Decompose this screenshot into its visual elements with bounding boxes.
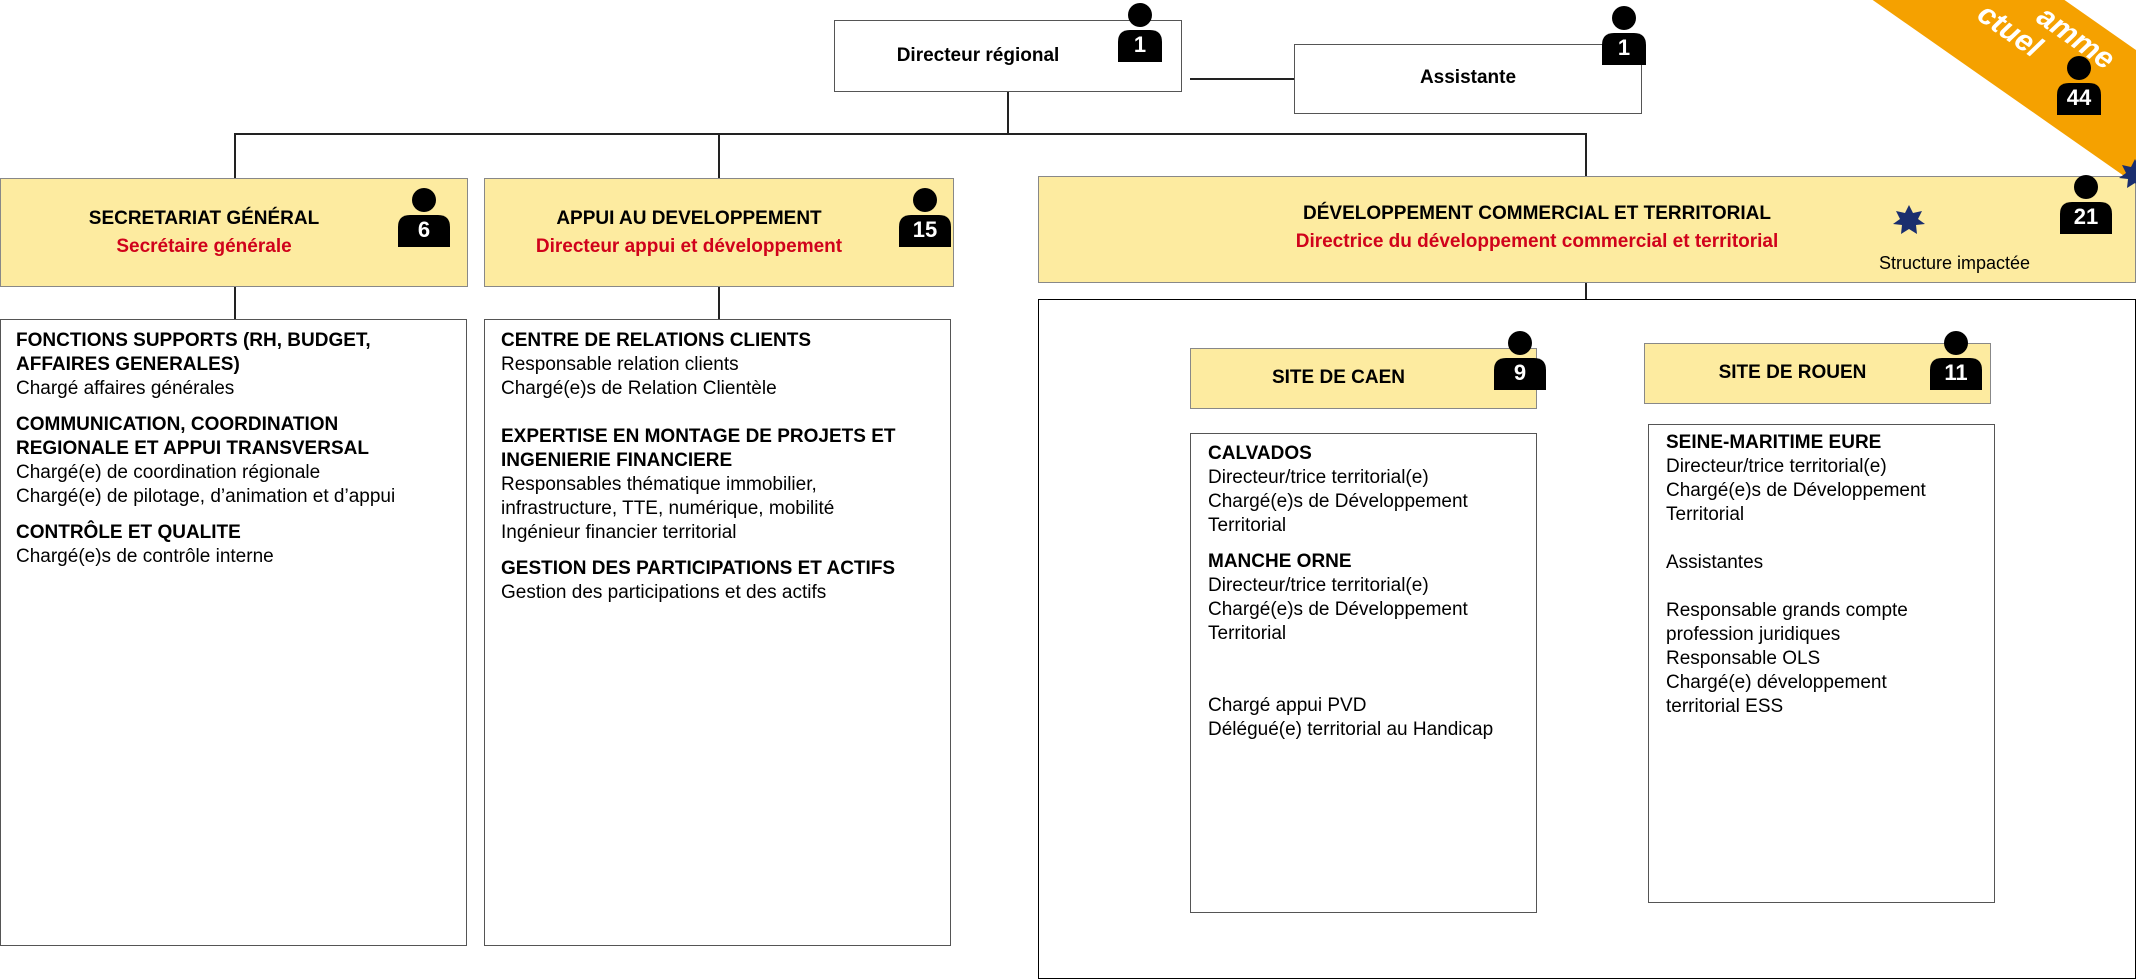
impact-label: Structure impactée (1879, 253, 2031, 273)
person-icon-banner: 44 (2055, 55, 2103, 115)
dct-count: 21 (2073, 204, 2099, 229)
rouen-s1-heading: SEINE-MARITIME EURE (1666, 432, 1882, 453)
caen-s3-line-1: Chargé appui PVD (1208, 695, 1367, 716)
assistant-box: Assistante (1294, 44, 1642, 114)
assistant-count: 1 (1617, 35, 1631, 60)
sg-header: SECRETARIAT GÉNÉRAL Secrétaire générale (0, 178, 468, 287)
sg-section-2-heading-2: REGIONALE ET APPUI TRANSVERSAL (16, 438, 369, 459)
caen-s2-heading: MANCHE ORNE (1208, 551, 1352, 572)
ad-header: APPUI AU DEVELOPPEMENT Directeur appui e… (484, 178, 954, 287)
connector (1585, 283, 1587, 299)
caen-s1-line-2: Chargé(e)s de Développement (1208, 491, 1468, 512)
connector (1190, 78, 1294, 80)
sg-section-1-line: Chargé affaires générales (16, 378, 235, 399)
caen-s1-heading: CALVADOS (1208, 443, 1312, 464)
ad-section-2-heading-2: INGENIERIE FINANCIERE (501, 450, 733, 471)
connector (234, 133, 236, 178)
dct-title: DÉVELOPPEMENT COMMERCIAL ET TERRITORIAL (1303, 203, 1771, 224)
rouen-body-text: SEINE-MARITIME EURE Directeur/trice terr… (1666, 431, 1986, 719)
ad-body-text: CENTRE DE RELATIONS CLIENTS Responsable … (501, 329, 941, 605)
caen-s1-line-1: Directeur/trice territorial(e) (1208, 467, 1429, 488)
assistant-label: Assistante (1419, 67, 1517, 88)
ad-section-3-heading: GESTION DES PARTICIPATIONS ET ACTIFS (501, 558, 896, 579)
caen-header: SITE DE CAEN (1190, 348, 1537, 409)
rouen-count: 11 (1944, 360, 1968, 385)
star-icon (1893, 205, 1925, 234)
ad-subtitle: Directeur appui et développement (535, 236, 843, 257)
person-icon-ad: 15 (897, 187, 951, 247)
person-icon-sg: 6 (396, 187, 450, 247)
ad-count: 15 (912, 217, 938, 242)
caen-count: 9 (1513, 360, 1527, 385)
connector (234, 287, 236, 319)
ad-section-2-heading: EXPERTISE EN MONTAGE DE PROJETS ET (501, 426, 896, 447)
banner-text-2: ctuel (1971, 0, 2048, 65)
rouen-s2-line-1: Assistantes (1666, 552, 1764, 573)
ad-section-3-line: Gestion des participations et des actifs (501, 582, 827, 603)
ad-section-1-line-1: Responsable relation clients (501, 354, 739, 375)
caen-body: CALVADOS Directeur/trice territorial(e) … (1190, 433, 1537, 913)
sg-section-3-line: Chargé(e)s de contrôle interne (16, 546, 274, 567)
rouen-s3-line-3: Responsable OLS (1666, 648, 1821, 669)
person-icon-director: 1 (1116, 2, 1164, 62)
rouen-s3-line-4: Chargé(e) développement (1666, 672, 1887, 693)
ad-section-2-line-3: Ingénieur financier territorial (501, 522, 737, 543)
sg-section-1-heading-2: AFFAIRES GENERALES) (16, 354, 240, 375)
person-icon-dct: 21 (2058, 174, 2112, 234)
dct-subtitle: Directrice du développement commercial e… (1295, 231, 1779, 252)
rouen-s1-line-2: Chargé(e)s de Développement (1666, 480, 1926, 501)
caen-s3-line-2: Délégué(e) territorial au Handicap (1208, 719, 1494, 740)
connector (718, 287, 720, 319)
caen-title: SITE DE CAEN (1271, 367, 1406, 388)
ad-section-2-line-1: Responsables thématique immobilier, (501, 474, 817, 495)
rouen-body: SEINE-MARITIME EURE Directeur/trice terr… (1648, 424, 1995, 903)
connector (234, 133, 1587, 135)
rouen-title: SITE DE ROUEN (1718, 362, 1867, 383)
person-icon-assistant: 1 (1600, 5, 1648, 65)
caen-s2-line-2: Chargé(e)s de Développement (1208, 599, 1468, 620)
ad-body: CENTRE DE RELATIONS CLIENTS Responsable … (484, 319, 951, 946)
ad-section-1-heading: CENTRE DE RELATIONS CLIENTS (501, 330, 811, 351)
sg-title: SECRETARIAT GÉNÉRAL (88, 208, 320, 229)
sg-subtitle: Secrétaire générale (116, 236, 292, 257)
sg-section-3-heading: CONTRÔLE ET QUALITE (16, 522, 241, 543)
banner-count: 44 (2066, 85, 2092, 110)
ad-title: APPUI AU DEVELOPPEMENT (556, 208, 822, 229)
sg-body: FONCTIONS SUPPORTS (RH, BUDGET, AFFAIRES… (0, 319, 467, 946)
person-icon-caen: 9 (1492, 330, 1546, 390)
rouen-s3-line-1: Responsable grands compte (1666, 600, 1908, 621)
connector (1585, 133, 1587, 176)
caen-s2-line-3: Territorial (1208, 623, 1287, 644)
rouen-s3-line-5: territorial ESS (1666, 696, 1784, 717)
connector (718, 133, 720, 178)
sg-count: 6 (417, 217, 431, 242)
dct-header: DÉVELOPPEMENT COMMERCIAL ET TERRITORIAL … (1038, 176, 2136, 283)
rouen-s3-line-2: profession juridiques (1666, 624, 1841, 645)
sg-section-2-heading: COMMUNICATION, COORDINATION (16, 414, 339, 435)
star-icon (2119, 159, 2136, 188)
sg-section-1-heading: FONCTIONS SUPPORTS (RH, BUDGET, (16, 330, 371, 351)
sg-section-2-line-2: Chargé(e) de pilotage, d’animation et d’… (16, 486, 396, 507)
connector (1007, 92, 1009, 134)
caen-s1-line-3: Territorial (1208, 515, 1287, 536)
director-label: Directeur régional (896, 45, 1060, 66)
sg-body-text: FONCTIONS SUPPORTS (RH, BUDGET, AFFAIRES… (16, 329, 456, 569)
sg-section-2-line-1: Chargé(e) de coordination régionale (16, 462, 321, 483)
person-icon-rouen: 11 (1928, 330, 1982, 390)
caen-s2-line-1: Directeur/trice territorial(e) (1208, 575, 1429, 596)
rouen-s1-line-3: Territorial (1666, 504, 1745, 525)
director-count: 1 (1133, 32, 1147, 57)
caen-body-text: CALVADOS Directeur/trice territorial(e) … (1208, 442, 1528, 742)
ad-section-2-line-2: infrastructure, TTE, numérique, mobilité (501, 498, 835, 519)
rouen-s1-line-1: Directeur/trice territorial(e) (1666, 456, 1887, 477)
ad-section-1-line-2: Chargé(e)s de Relation Clientèle (501, 378, 777, 399)
